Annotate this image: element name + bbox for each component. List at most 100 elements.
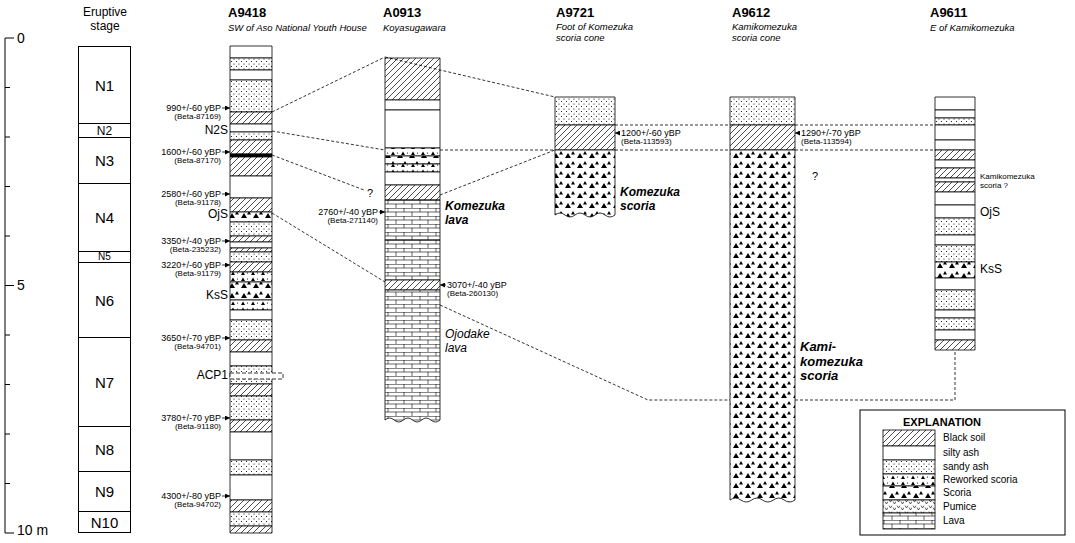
section-column — [555, 97, 615, 217]
strat-layer — [935, 192, 975, 205]
strat-layer — [230, 300, 272, 310]
depth-tick — [5, 186, 10, 187]
strat-layer — [935, 110, 975, 118]
legend-box — [860, 410, 1065, 535]
stage-label: N1 — [95, 78, 114, 93]
strat-layer — [230, 500, 272, 512]
date-label: 2580+/-60 yBP — [161, 189, 221, 199]
date-arrow — [615, 133, 620, 134]
correlation-lines — [272, 57, 955, 400]
date-arrows — [222, 108, 800, 496]
strat-layer — [555, 97, 615, 125]
sample-id: (Beta-87170) — [174, 156, 221, 165]
strat-layer — [230, 384, 272, 396]
legend-label: silty ash — [943, 447, 979, 459]
stage-box: N7 — [78, 337, 131, 427]
date-label: 3650+/-70 yBP — [161, 333, 221, 343]
strat-layer — [935, 330, 975, 340]
correlation-line — [440, 305, 730, 400]
strat-layer — [385, 185, 440, 200]
correlation-line — [272, 213, 385, 282]
stage-box: N9 — [78, 471, 131, 512]
strat-layer — [935, 235, 975, 245]
strat-layer — [935, 278, 975, 290]
axis-label: 10 m — [17, 522, 48, 538]
correlation-line — [615, 150, 730, 151]
axis-label: 0 — [17, 30, 25, 46]
strat-layer — [385, 290, 440, 422]
date-arrow — [379, 212, 385, 213]
unit-label: Kamikomezuka scoria ? — [980, 172, 1042, 190]
unit-label: N2S — [204, 124, 229, 138]
strat-layer — [385, 156, 440, 164]
strat-layer — [230, 132, 272, 140]
strat-layer — [385, 240, 440, 280]
unit-name: Kami- komezuka scoria — [800, 340, 866, 385]
date-label: 3780+/-70 yBP — [161, 413, 221, 423]
legend-label: Lava — [943, 515, 965, 527]
legend-swatch — [883, 486, 935, 500]
legend-swatch — [883, 474, 935, 486]
strat-layer — [230, 242, 272, 248]
section-id: A9418 — [228, 6, 266, 21]
strat-layer — [230, 154, 272, 157]
strat-layer — [230, 396, 272, 420]
section-column — [230, 46, 272, 533]
strat-layer — [230, 198, 272, 212]
unit-label: OjS — [207, 208, 229, 222]
correlation-line — [440, 150, 555, 195]
strat-layer — [230, 320, 272, 340]
strat-layer — [230, 272, 272, 282]
correlation-line — [272, 131, 385, 150]
stage-label: N7 — [95, 375, 114, 390]
legend-swatch — [883, 460, 935, 474]
strat-layer — [935, 245, 975, 262]
strat-layer — [385, 280, 440, 290]
strat-layer — [230, 512, 272, 526]
strat-layer — [230, 46, 272, 58]
date-arrow — [222, 108, 230, 109]
depth-tick — [5, 285, 14, 286]
legend-swatch — [883, 500, 935, 513]
strat-layer — [385, 110, 440, 148]
stage-label: N6 — [95, 293, 114, 308]
section-column — [730, 97, 795, 502]
stage-label: N10 — [91, 515, 119, 530]
strat-layer — [935, 97, 975, 110]
legend-title: EXPLANATION — [903, 416, 981, 429]
strat-layer — [230, 475, 272, 500]
sample-id: (Beta-94702) — [174, 500, 221, 509]
correlation-line — [795, 125, 935, 126]
correlation-line — [272, 155, 364, 190]
sample-id: (Beta-91179) — [175, 269, 221, 278]
correlation-line — [615, 125, 730, 126]
site-name: E of Kamikomezuka — [930, 23, 1014, 34]
strat-layer — [935, 318, 975, 330]
axis-label: 5 — [17, 277, 25, 293]
strat-layer — [555, 150, 615, 217]
strat-layer — [230, 262, 272, 272]
sample-id: (Beta-271140) — [327, 216, 378, 225]
strat-layer — [230, 340, 272, 352]
date-label: 1200+/-60 yBP — [621, 128, 681, 138]
date-arrow — [222, 265, 230, 266]
section-column — [935, 97, 975, 350]
legend-label: Pumice — [943, 501, 976, 513]
strat-layer — [935, 160, 975, 168]
date-arrow — [795, 133, 800, 134]
date-label: 1290+/-70 yBP — [801, 128, 861, 138]
date-label: 1600+/-60 yBP — [161, 147, 221, 157]
correlation-line — [795, 150, 935, 151]
strat-layer — [230, 310, 272, 320]
stage-box: N8 — [78, 426, 131, 472]
section-id: A9612 — [732, 6, 770, 21]
stage-label: N8 — [95, 442, 114, 457]
date-arrow — [222, 152, 230, 153]
strat-layer — [385, 164, 440, 172]
tephra-marker — [230, 373, 283, 379]
strat-layer — [935, 340, 975, 350]
strat-layer — [230, 124, 272, 132]
date-label: 3220+/-60 yBP — [161, 260, 221, 270]
sample-id: (Beta-94701) — [174, 342, 221, 351]
sample-id: (Beta-260130) — [447, 289, 498, 298]
